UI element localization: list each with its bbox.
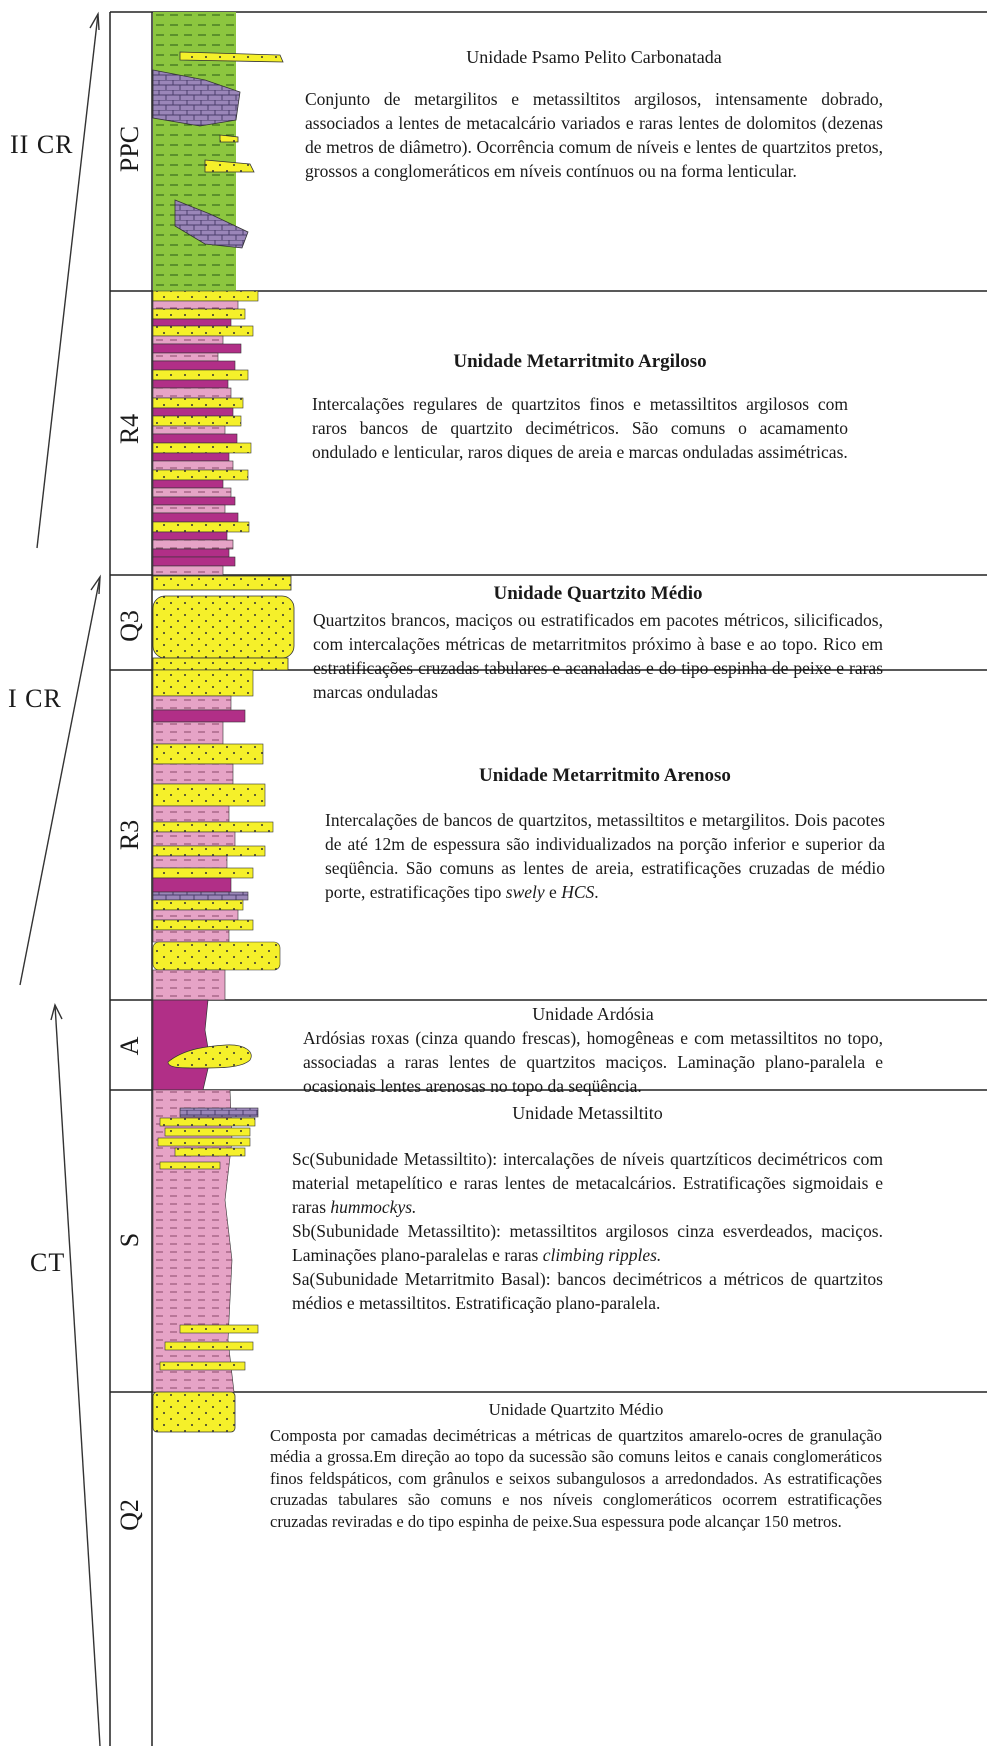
unit-description-r4: Unidade Metarritmito Argiloso Intercalaç… [312, 350, 848, 464]
cycle-arrows [19, 11, 101, 1746]
unit-code-q3: Q3 [115, 610, 144, 642]
unit-title-r4: Unidade Metarritmito Argiloso [453, 351, 707, 372]
q3-lithology [152, 575, 295, 671]
r3-lithology [152, 669, 281, 1001]
unit-description-a: Unidade Ardósia Ardósias roxas (cinza qu… [303, 1002, 883, 1098]
unit-text-r3-hcs: HCS [561, 882, 595, 902]
unit-title-q3: Unidade Quartzito Médio [493, 583, 703, 604]
unit-description-ppc: Unidade Psamo Pelito Carbonatada Conjunt… [305, 45, 883, 183]
a-lithology [152, 999, 252, 1091]
cycle-label-i-cr: I CR [8, 684, 62, 713]
unit-description-r3: Unidade Metarritmito Arenoso Intercalaçõ… [325, 764, 885, 904]
unit-title-r3: Unidade Metarritmito Arenoso [479, 765, 731, 786]
ppc-lithology [152, 12, 284, 291]
r4-lithology [152, 290, 259, 576]
unit-title-q2: Unidade Quartzito Médio [488, 1400, 664, 1419]
q2-lithology [152, 1391, 236, 1433]
unit-description-q2: Unidade Quartzito Médio Composta por cam… [270, 1399, 882, 1532]
unit-text-s-sb: Sb(Subunidade Metassiltito): metassiltit… [292, 1219, 883, 1267]
unit-text-ppc: Conjunto de metargilitos e metassiltitos… [305, 89, 883, 181]
unit-code-a: A [115, 1036, 144, 1056]
unit-text-s-sa: Sa(Subunidade Metarritmito Basal): banco… [292, 1269, 883, 1313]
unit-title-s: Unidade Metassiltito [512, 1103, 663, 1123]
unit-text-r3: Intercalações de bancos de quartzitos, m… [325, 808, 885, 904]
unit-code-s: S [115, 1232, 144, 1248]
cycle-label-ii-cr: II CR [10, 130, 74, 159]
unit-code-r3: R3 [115, 819, 144, 851]
unit-code-r4: R4 [115, 413, 144, 445]
unit-text-q3: Quartzitos brancos, maciços ou estratifi… [313, 610, 883, 702]
unit-text-s-sb-italic: climbing ripples. [542, 1245, 662, 1265]
unit-text-r3-and: e [544, 882, 562, 902]
unit-text-s-sb-main: Sb(Subunidade Metassiltito): metassiltit… [292, 1221, 883, 1265]
cycle-label-ct: CT [30, 1248, 66, 1277]
unit-description-q3: Unidade Quartzito Médio Quartzitos branc… [313, 582, 883, 704]
unit-text-r3-swely: swely [505, 882, 545, 902]
unit-text-a: Ardósias roxas (cinza quando frescas), h… [303, 1028, 883, 1096]
unit-code-ppc: PPC [115, 125, 144, 173]
unit-text-r3-end: . [594, 882, 599, 902]
unit-title-a: Unidade Ardósia [532, 1004, 654, 1024]
unit-text-r3-main: Intercalações de bancos de quartzitos, m… [325, 810, 885, 902]
unit-text-r4: Intercalações regulares de quartzitos fi… [312, 394, 848, 462]
unit-title-ppc: Unidade Psamo Pelito Carbonatada [466, 47, 722, 67]
unit-text-s-sc: Sc(Subunidade Metassiltito): intercalaçõ… [292, 1147, 883, 1219]
unit-description-s: Unidade Metassiltito Sc(Subunidade Metas… [292, 1101, 883, 1315]
unit-text-s-sc-main: Sc(Subunidade Metassiltito): intercalaçõ… [292, 1149, 883, 1217]
unit-text-s-sc-italic: hummockys. [330, 1197, 417, 1217]
unit-text-q2: Composta por camadas decimétricas a métr… [270, 1425, 882, 1531]
unit-code-q2: Q2 [115, 1499, 144, 1531]
s-lithology [152, 1089, 259, 1393]
